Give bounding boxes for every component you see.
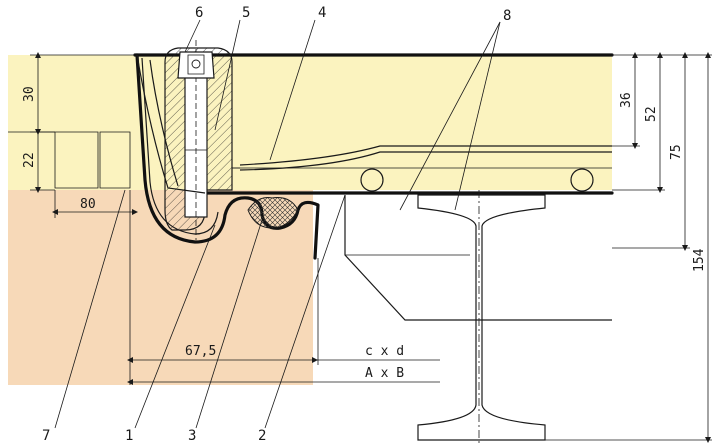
dim-30-label: 30 <box>22 86 37 102</box>
callout-leaders <box>54 19 501 429</box>
spring-plate <box>136 54 206 194</box>
dim-bottom <box>127 190 440 385</box>
dim-36-label: 36 <box>619 92 634 108</box>
callout-3: 3 <box>188 428 196 444</box>
dim-67-5-label: 67,5 <box>185 344 216 359</box>
bolt-head <box>177 51 215 79</box>
callout-8: 8 <box>503 8 511 24</box>
callout-7: 7 <box>42 428 50 444</box>
roller-right <box>570 168 594 192</box>
dim-right-vertical <box>545 52 712 443</box>
cover-lamella <box>239 145 612 166</box>
bolt-block <box>164 40 233 240</box>
callout-6: 6 <box>195 5 203 21</box>
dim-axb-label: A x B <box>365 366 404 381</box>
support-body <box>344 195 612 321</box>
i-beam <box>417 190 546 444</box>
rubber-seal <box>247 197 299 229</box>
dim-left-vertical <box>30 52 135 193</box>
dim-22-label: 22 <box>22 152 37 168</box>
dim-80 <box>52 190 138 218</box>
dim-75-label: 75 <box>669 144 684 160</box>
upper-layer-band <box>8 55 612 190</box>
roller-left <box>360 168 384 192</box>
callout-4: 4 <box>318 5 326 21</box>
dim-52-label: 52 <box>644 106 659 122</box>
callout-2: 2 <box>258 428 266 444</box>
dim-154-label: 154 <box>692 248 707 272</box>
callout-1: 1 <box>125 428 133 444</box>
bracket-inner-line <box>141 57 219 235</box>
dim-cxd-label: c x d <box>365 344 404 359</box>
callout-5: 5 <box>242 5 250 21</box>
dim-80-label: 80 <box>80 197 96 212</box>
